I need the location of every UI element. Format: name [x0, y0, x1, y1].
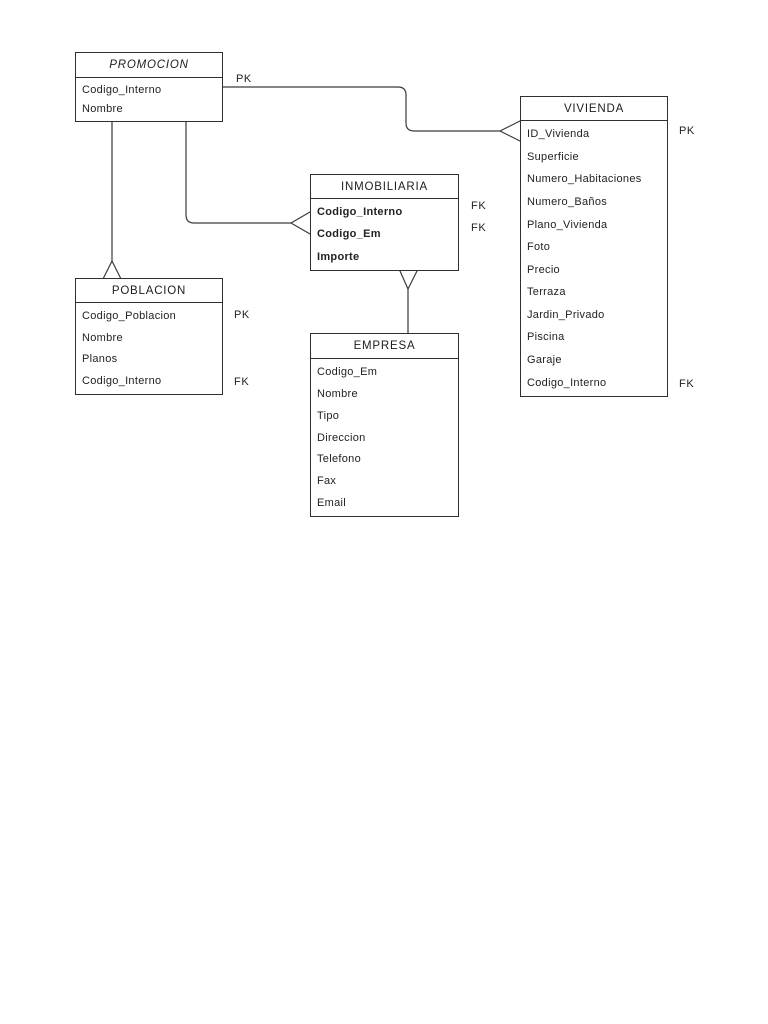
attribute-row: Codigo_Poblacion — [82, 309, 177, 322]
attribute-row: Telefono — [317, 453, 361, 466]
entity-inmobiliaria: INMOBILIARIA Codigo_Interno Codigo_Em Im… — [310, 174, 459, 271]
entity-empresa-attributes: Codigo_Em Nombre Tipo Direccion Telefono… — [311, 359, 458, 516]
crowfoot-vivienda-icon — [499, 120, 521, 142]
attribute-row: Nombre — [82, 331, 123, 344]
attribute-row: Plano_Vivienda — [527, 218, 608, 231]
attribute-row: Numero_Baños — [527, 196, 608, 209]
attribute-row: Jardin_Privado — [527, 308, 605, 321]
attribute-row: Importe — [317, 250, 360, 263]
attribute-row: Email — [317, 497, 347, 510]
key-label-pk-promocion-codigo-interno: PK — [236, 73, 252, 85]
key-label-fk-inmobiliaria-codigo-em: FK — [471, 222, 487, 234]
entity-vivienda-attributes: ID_Vivienda Superficie Numero_Habitacion… — [521, 121, 667, 396]
attribute-row: Foto — [527, 241, 551, 254]
entity-empresa: EMPRESA Codigo_Em Nombre Tipo Direccion … — [310, 333, 459, 517]
attribute-row: Codigo_Em — [317, 365, 378, 378]
key-label-fk-poblacion-codigo-interno: FK — [234, 376, 250, 388]
attribute-row: Numero_Habitaciones — [527, 173, 642, 186]
entity-poblacion-attributes: Codigo_Poblacion Nombre Planos Codigo_In… — [76, 303, 222, 394]
attribute-row: Tipo — [317, 409, 340, 422]
key-label-fk-vivienda-codigo-interno: FK — [679, 378, 695, 390]
entity-promocion: PROMOCION Codigo_Interno Nombre — [75, 52, 223, 122]
attribute-row: Nombre — [82, 103, 123, 116]
connector-promocion-vivienda — [222, 86, 501, 132]
attribute-row: Direccion — [317, 431, 366, 444]
attribute-row: Superficie — [527, 150, 579, 163]
attribute-row: Codigo_Interno — [527, 376, 607, 389]
key-label-pk-poblacion-codigo-poblacion: PK — [234, 309, 250, 321]
attribute-row: Terraza — [527, 286, 566, 299]
attribute-row: Piscina — [527, 331, 565, 344]
entity-vivienda: VIVIENDA ID_Vivienda Superficie Numero_H… — [520, 96, 668, 397]
entity-inmobiliaria-title: INMOBILIARIA — [311, 175, 458, 199]
attribute-row: Codigo_Interno — [317, 206, 403, 219]
entity-promocion-attributes: Codigo_Interno Nombre — [76, 78, 222, 121]
connector-promocion-inmobiliaria — [185, 121, 292, 224]
key-label-pk-vivienda-id-vivienda: PK — [679, 125, 695, 137]
entity-promocion-title: PROMOCION — [76, 53, 222, 78]
crowfoot-inmobiliaria-left-icon — [290, 211, 311, 235]
entity-inmobiliaria-attributes: Codigo_Interno Codigo_Em Importe — [311, 199, 458, 270]
entity-poblacion-title: POBLACION — [76, 279, 222, 303]
attribute-row: Codigo_Interno — [82, 375, 162, 388]
attribute-row: ID_Vivienda — [527, 128, 590, 141]
attribute-row: Planos — [82, 353, 118, 366]
key-label-fk-inmobiliaria-codigo-interno: FK — [471, 200, 487, 212]
entity-empresa-title: EMPRESA — [311, 334, 458, 359]
entity-vivienda-title: VIVIENDA — [521, 97, 667, 121]
attribute-row: Codigo_Em — [317, 228, 381, 241]
crowfoot-poblacion-top-icon — [102, 260, 122, 280]
attribute-row: Fax — [317, 475, 337, 488]
attribute-row: Garaje — [527, 354, 562, 367]
attribute-row: Precio — [527, 263, 560, 276]
entity-poblacion: POBLACION Codigo_Poblacion Nombre Planos… — [75, 278, 223, 395]
attribute-row: Codigo_Interno — [82, 83, 162, 96]
attribute-row: Nombre — [317, 387, 358, 400]
crowfoot-inmobiliaria-bottom-icon — [399, 270, 418, 290]
